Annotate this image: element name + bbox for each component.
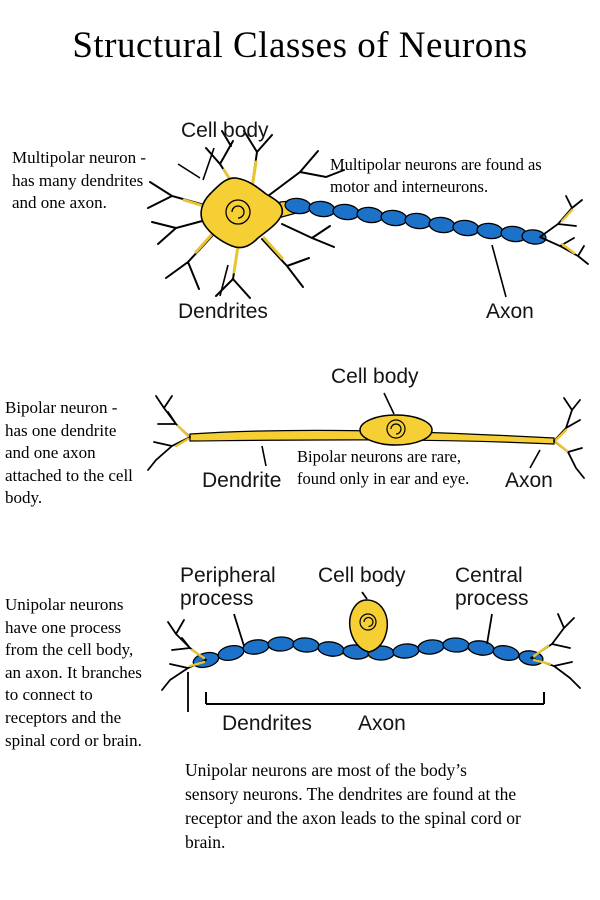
- multipolar-axon-terminal-icon: [539, 195, 589, 265]
- unipolar-neuron-figure: [161, 591, 581, 712]
- bipolar-left-note: Bipolar neuron - has one dendrite and on…: [5, 398, 133, 508]
- unipolar-terminal-tips-icon: [188, 644, 552, 668]
- unipolar-axon-label: Axon: [358, 712, 406, 735]
- multipolar-pointer-lines: [177, 147, 507, 298]
- multipolar-right-note: Multipolar neurons are found as motor an…: [330, 155, 542, 196]
- unipolar-central-process-label: Central process: [455, 564, 529, 610]
- bipolar-pointer-lines: [261, 392, 541, 469]
- unipolar-soma-icon: [348, 599, 389, 653]
- bipolar-mid-note: Bipolar neurons are rare, found only in …: [297, 447, 470, 488]
- unipolar-left-note: Unipolar neurons have one process from t…: [5, 595, 142, 750]
- unipolar-nucleus-icon: [359, 613, 377, 631]
- page-title: Structural Classes of Neurons: [72, 25, 528, 66]
- multipolar-soma-icon: [200, 177, 284, 249]
- unipolar-peripheral-process-label: Peripheral process: [180, 564, 276, 610]
- unipolar-pointer-lines: [187, 591, 545, 712]
- bipolar-terminal-tips-icon: [174, 424, 569, 453]
- bipolar-axon-label: Axon: [505, 469, 553, 492]
- unipolar-peripheral-terminal-icon: [161, 619, 207, 691]
- bipolar-axon-terminal-icon: [553, 397, 585, 479]
- bipolar-dendrite-terminal-icon: [147, 395, 191, 471]
- unipolar-dendrites-label: Dendrites: [222, 712, 312, 735]
- multipolar-nucleus-icon: [225, 199, 251, 225]
- multipolar-axon-icon: [284, 197, 547, 245]
- multipolar-cell-body-label: Cell body: [181, 119, 269, 142]
- unipolar-cell-body-label: Cell body: [318, 564, 406, 587]
- multipolar-left-note: Multipolar neuron - has many dendrites a…: [12, 148, 147, 213]
- unipolar-axon-chain-icon: [192, 636, 544, 669]
- multipolar-dendrites-icon: [147, 130, 345, 299]
- unipolar-bottom-note: Unipolar neurons are most of the body’s …: [185, 760, 521, 853]
- multipolar-axon-label: Axon: [486, 300, 534, 323]
- multipolar-dendrites-label: Dendrites: [178, 300, 268, 323]
- bipolar-cell-body-label: Cell body: [331, 365, 419, 388]
- bipolar-dendrite-label: Dendrite: [202, 469, 282, 492]
- bipolar-soma-icon: [359, 414, 433, 446]
- bipolar-nucleus-icon: [386, 419, 406, 439]
- multipolar-neuron-figure: [147, 130, 589, 299]
- unipolar-central-terminal-icon: [530, 613, 581, 689]
- multipolar-terminal-tips-icon: [560, 208, 576, 255]
- bipolar-neuron-figure: [147, 392, 585, 479]
